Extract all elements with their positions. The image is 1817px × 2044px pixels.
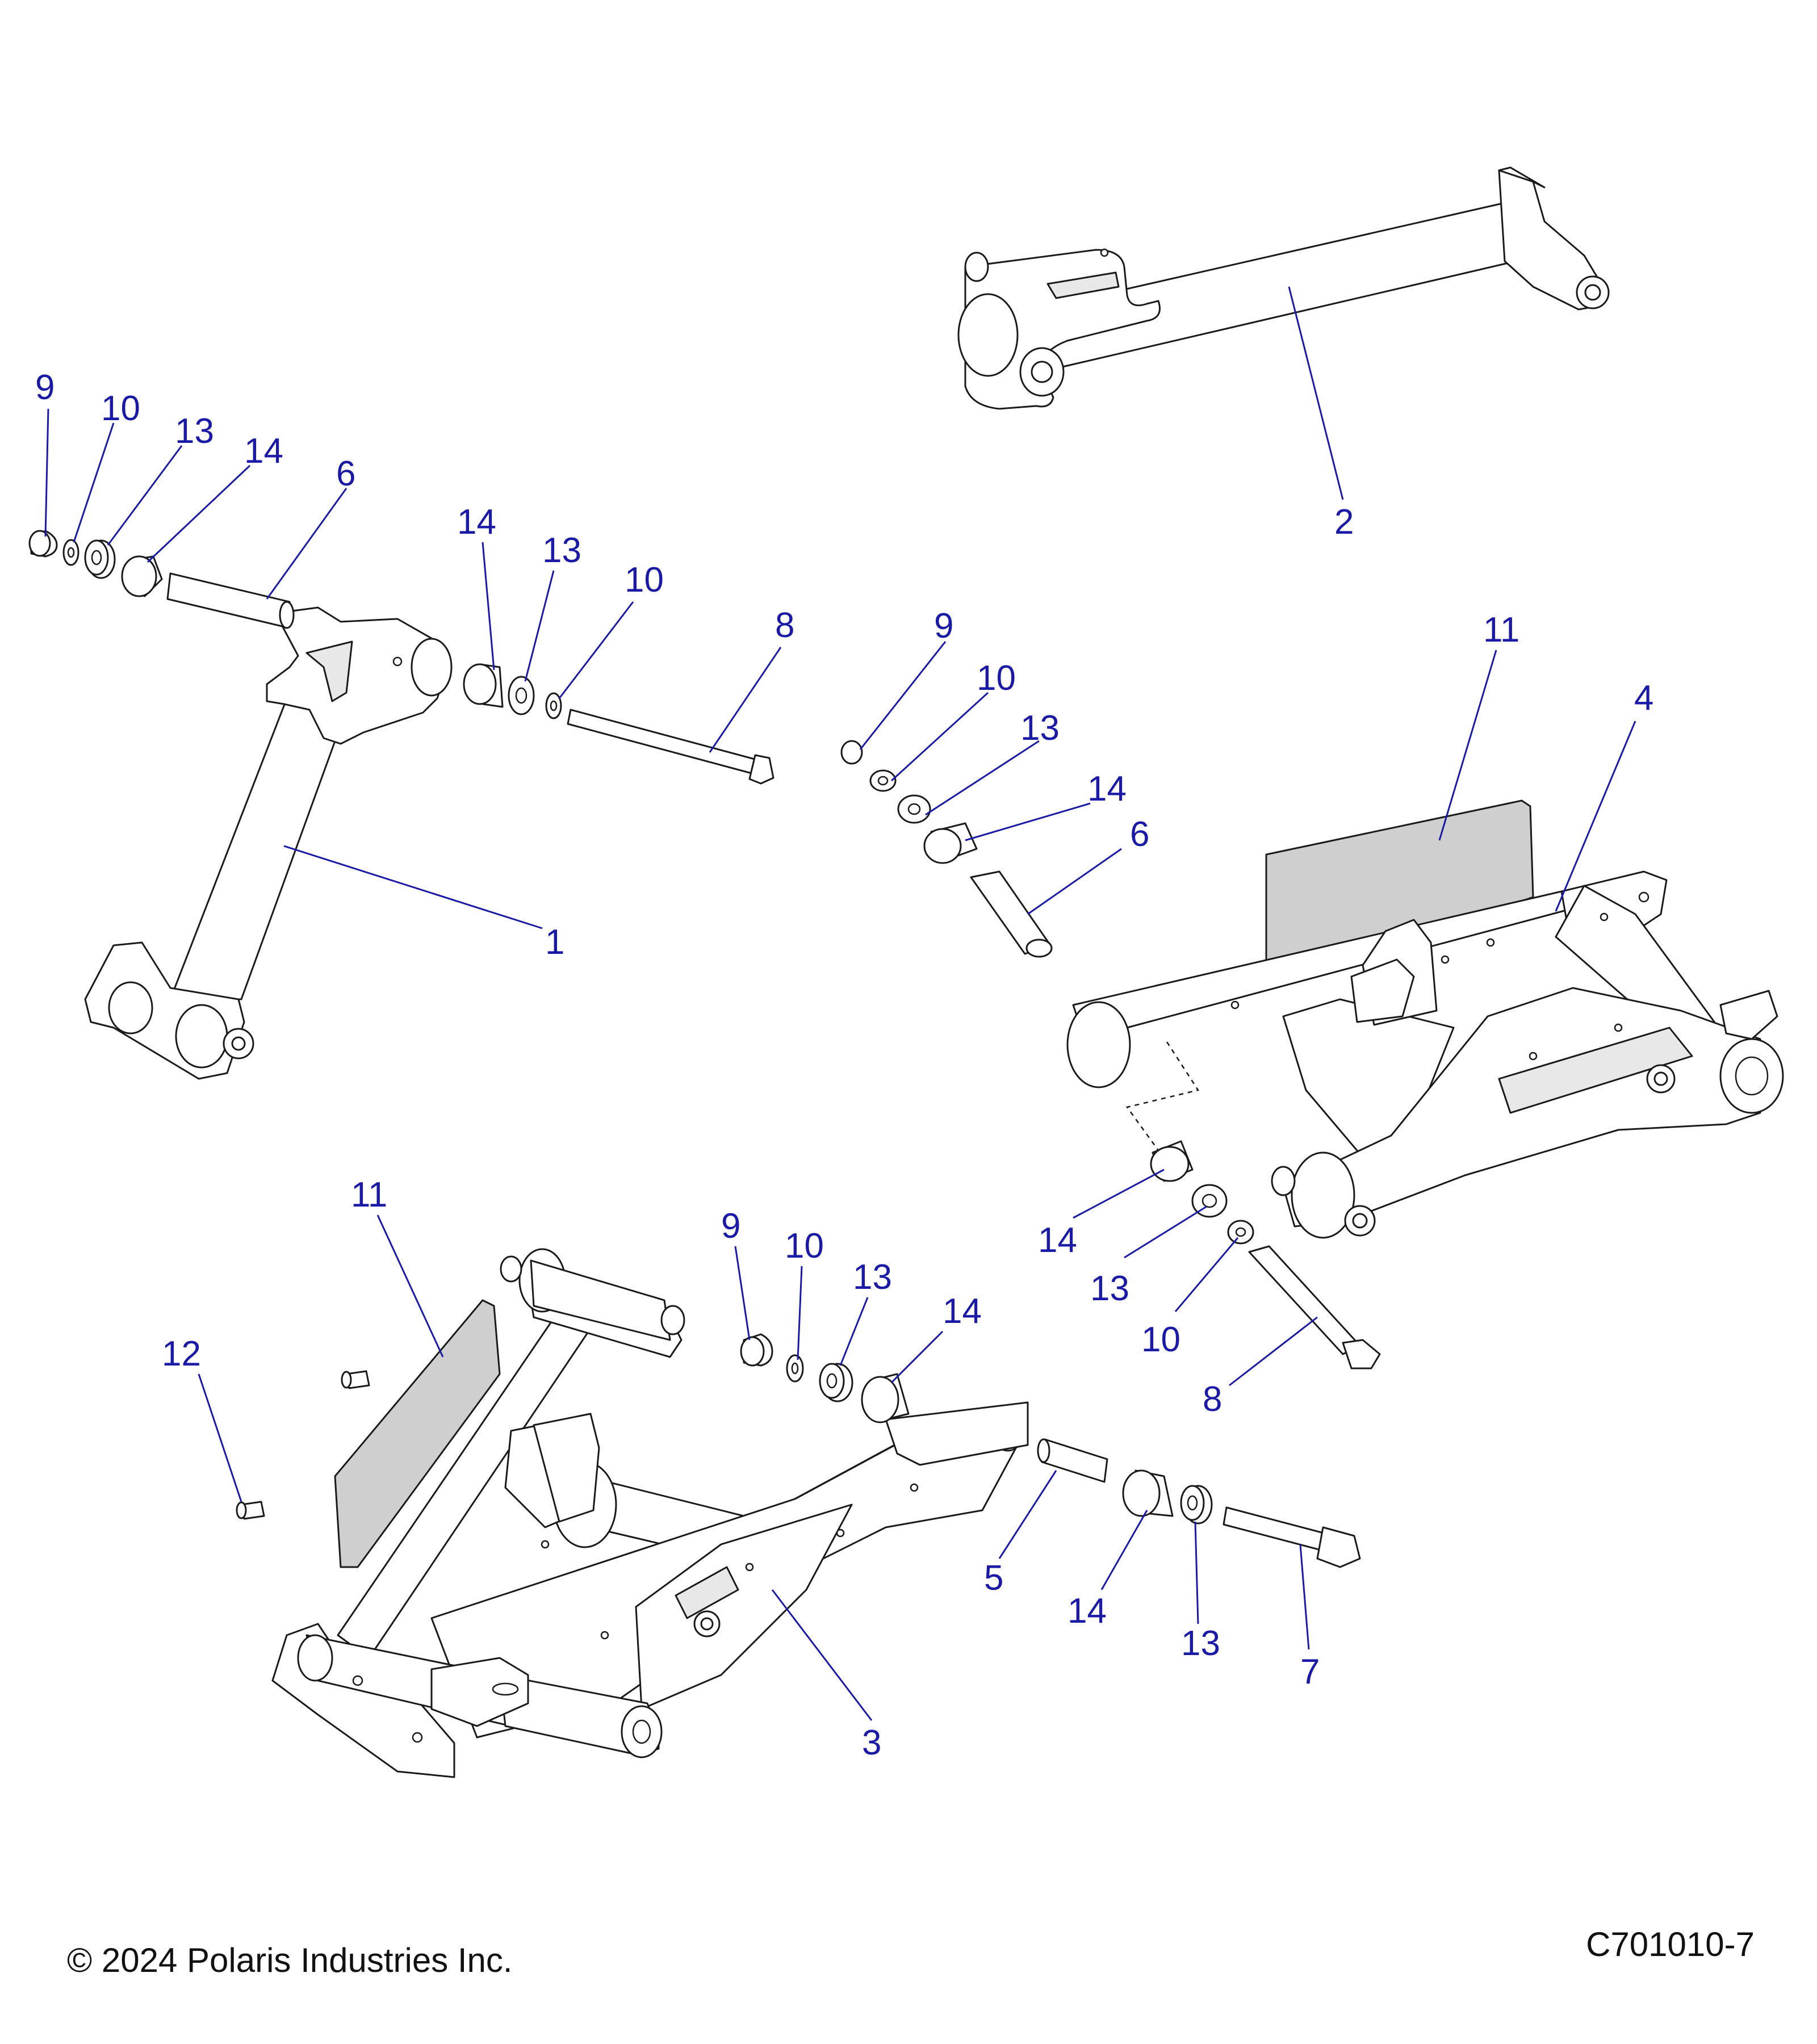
lower-hardware-stack xyxy=(740,1333,910,1423)
callout-8: 8 xyxy=(1203,1380,1222,1419)
callout-10: 10 xyxy=(625,560,664,600)
callout-9: 9 xyxy=(35,368,55,407)
figure-id: C701010-7 xyxy=(1586,1925,1755,1963)
callout-12: 12 xyxy=(162,1334,201,1373)
callout-14: 14 xyxy=(1087,769,1127,809)
callout-13: 13 xyxy=(853,1258,892,1297)
callout-3: 3 xyxy=(862,1723,881,1762)
callout-1: 1 xyxy=(545,923,564,962)
callout-11: 11 xyxy=(1483,610,1519,650)
callout-13: 13 xyxy=(1020,709,1060,748)
callout-5: 5 xyxy=(984,1559,1003,1598)
callout-6: 6 xyxy=(1130,815,1149,854)
callout-labels: 9 10 13 14 6 14 13 10 8 2 1 9 10 13 14 6… xyxy=(35,368,1653,1762)
callout-8: 8 xyxy=(775,606,794,645)
right-upper-hardware-stack xyxy=(840,740,1053,958)
callout-9: 9 xyxy=(934,606,953,646)
callout-10: 10 xyxy=(1141,1320,1180,1359)
callout-14: 14 xyxy=(457,502,496,542)
right-lower-hardware-stack xyxy=(1150,1140,1381,1369)
callout-4: 4 xyxy=(1634,678,1653,718)
left-hardware-stack-top xyxy=(28,530,295,629)
part-4-right-frame xyxy=(1066,799,1784,1239)
callout-9: 9 xyxy=(721,1207,740,1246)
callout-6: 6 xyxy=(336,454,355,493)
callout-13: 13 xyxy=(1181,1624,1220,1663)
callout-10: 10 xyxy=(977,659,1016,698)
callout-13: 13 xyxy=(542,531,581,570)
copyright-notice: © 2024 Polaris Industries Inc. xyxy=(67,1941,513,1979)
callout-11: 11 xyxy=(351,1175,387,1214)
assembly-dashed-line xyxy=(1125,1041,1200,1159)
lower-right-hardware-stack xyxy=(1037,1438,1361,1568)
callout-14: 14 xyxy=(1067,1591,1107,1631)
callout-10: 10 xyxy=(101,389,140,428)
callout-14: 14 xyxy=(244,432,283,471)
part-2-upper-torque-arm xyxy=(957,166,1610,410)
callout-14: 14 xyxy=(1038,1221,1077,1260)
callout-2: 2 xyxy=(1334,502,1354,542)
part-3-lower-frame xyxy=(271,1248,1029,1778)
callout-14: 14 xyxy=(943,1292,982,1331)
part-1-lower-torque-arm xyxy=(84,606,453,1080)
callout-13: 13 xyxy=(175,412,214,451)
callout-13: 13 xyxy=(1090,1269,1129,1308)
part-12-push-pins xyxy=(236,1370,370,1520)
callout-7: 7 xyxy=(1300,1652,1320,1691)
leader-lines xyxy=(44,286,1636,1721)
callout-10: 10 xyxy=(785,1226,824,1266)
middle-hardware-stack xyxy=(463,663,774,785)
